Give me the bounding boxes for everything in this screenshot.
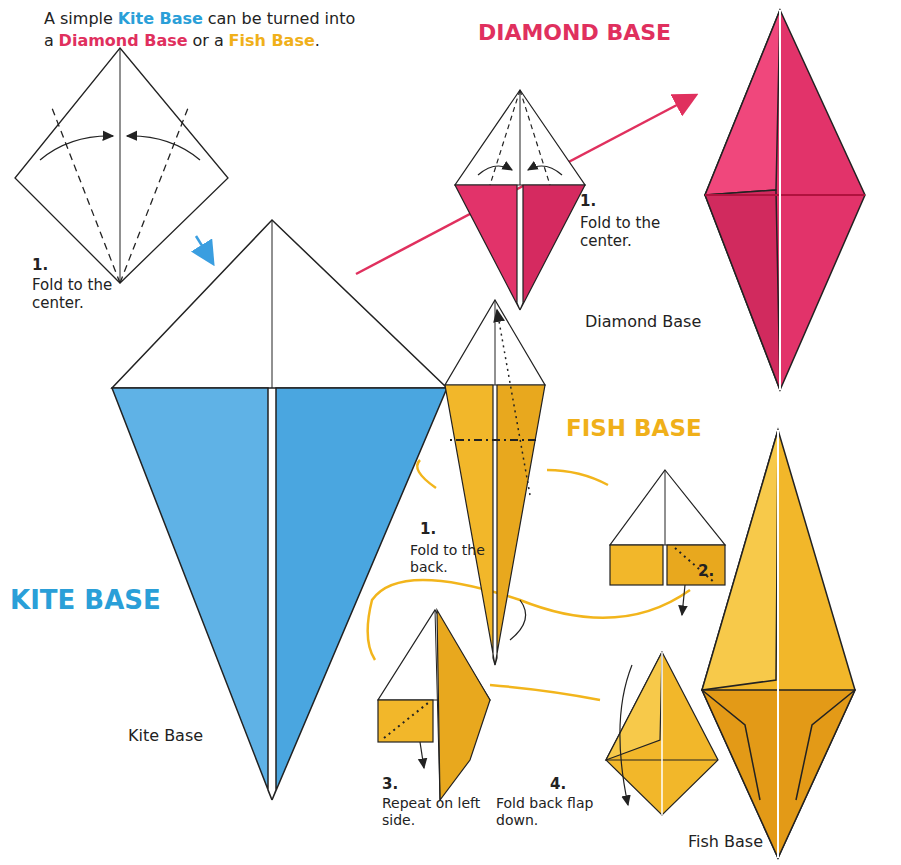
header-text: can be turned into (208, 9, 356, 28)
step-instruction: Fold to the back. (410, 542, 492, 576)
section-heading: FISH BASE (566, 415, 702, 443)
step-number: 2. (698, 562, 714, 580)
step-number: 3. (382, 775, 398, 793)
step-number: 1. (420, 520, 436, 538)
header-text: A simple (44, 9, 113, 28)
figure-label: Kite Base (128, 726, 203, 745)
header-text: Fish Base (228, 31, 314, 50)
diamond-base (705, 10, 865, 390)
section-heading: DIAMOND BASE (478, 20, 671, 46)
step-arrow (196, 236, 212, 262)
step-instruction: Fold to the center. (32, 276, 124, 312)
section-heading: KITE BASE (10, 585, 161, 616)
figure-label: Diamond Base (585, 312, 701, 331)
header-text: Diamond Base (59, 31, 188, 50)
step-instruction: Repeat on left side. (382, 795, 494, 829)
step-instruction: Fold to the center. (580, 214, 680, 250)
figure-label: Fish Base (688, 832, 763, 851)
step-number: 4. (550, 775, 566, 793)
header-text: . (315, 31, 320, 50)
step-number: 1. (580, 192, 596, 210)
fish-step-3 (378, 610, 490, 800)
fish-step-1 (445, 300, 545, 665)
kite-base (112, 220, 447, 800)
header-text: Kite Base (118, 9, 203, 28)
square-step (15, 48, 228, 283)
fish-step-connectors (368, 460, 752, 700)
header: A simple Kite Base can be turned into a Diam… (44, 8, 360, 51)
fish-step-2 (610, 470, 725, 615)
header-text: or a (192, 31, 223, 50)
header-text: a (44, 31, 54, 50)
fish-step-4 (606, 652, 718, 815)
step-number: 1. (32, 256, 48, 274)
fish-base (702, 430, 855, 858)
diamond-step (455, 90, 585, 310)
step-instruction: Fold back flap down. (496, 795, 596, 829)
